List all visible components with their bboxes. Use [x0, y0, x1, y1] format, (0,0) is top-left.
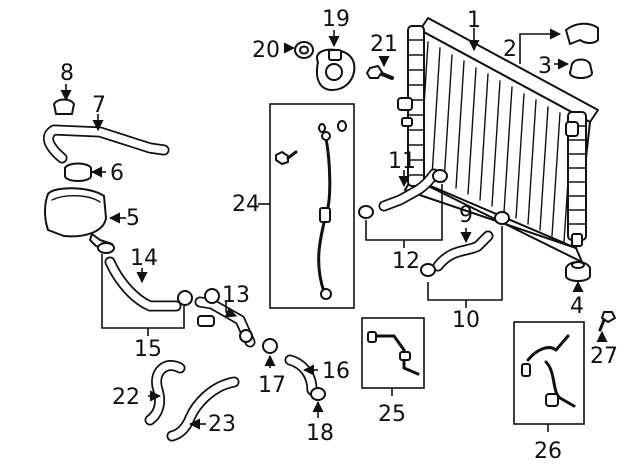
coolant-reservoir	[44, 187, 113, 251]
bolt-27	[598, 311, 616, 332]
assembly-box-24	[269, 103, 355, 309]
callout-11: 11	[388, 149, 416, 174]
callout-16: 16	[322, 359, 350, 384]
radiator	[397, 17, 599, 263]
callout-7: 7	[92, 93, 106, 118]
callout-2: 2	[503, 37, 517, 62]
assembly-box-25	[361, 317, 425, 389]
upper-insulator	[569, 58, 593, 79]
callout-24: 24	[232, 192, 260, 217]
callout-18: 18	[306, 421, 334, 446]
callout-10: 10	[452, 308, 480, 333]
hose-clamp-b	[177, 290, 193, 306]
assembly-24-contents	[275, 120, 347, 300]
callout-19: 19	[322, 7, 350, 32]
callout-21: 21	[370, 32, 398, 57]
callout-20: 20	[252, 38, 280, 63]
callout-15: 15	[134, 337, 162, 362]
callout-1: 1	[467, 8, 481, 33]
assembly-25-contents	[367, 331, 420, 376]
assembly-26-contents	[521, 334, 576, 408]
callout-26: 26	[534, 439, 562, 464]
hose-clamp-12b	[432, 169, 448, 183]
callout-3: 3	[538, 54, 552, 79]
callout-25: 25	[378, 402, 406, 427]
hose-clip	[53, 98, 75, 115]
upper-mount-bracket	[565, 22, 599, 45]
assembly-box-26	[513, 321, 585, 425]
callout-labels: 1 2 3 4 5 6 7 8 9 10 11 12 13 14 15 16 1…	[60, 7, 618, 464]
leader-lines	[60, 28, 608, 432]
callout-5: 5	[126, 206, 140, 231]
callout-6: 6	[110, 161, 124, 186]
hose-clamp-10b	[494, 211, 510, 225]
lower-insulator	[565, 261, 591, 282]
callout-13: 13	[222, 283, 250, 308]
callout-17: 17	[258, 373, 286, 398]
callout-23: 23	[208, 412, 236, 437]
seal	[294, 41, 314, 59]
hose-clamp-17	[262, 338, 278, 354]
hose-clamp-12a	[358, 205, 374, 219]
callout-9: 9	[459, 203, 473, 228]
water-outlet-housing	[316, 48, 356, 91]
hose-clamp-a	[97, 242, 115, 254]
callout-8: 8	[60, 61, 74, 86]
callout-14: 14	[130, 246, 158, 271]
reservoir-cap	[64, 162, 92, 182]
callout-12: 12	[392, 249, 420, 274]
hose-clamp-10a	[420, 263, 436, 277]
callout-22: 22	[112, 385, 140, 410]
hose-clamp-18	[310, 387, 326, 401]
callout-4: 4	[570, 294, 584, 319]
bolt	[366, 65, 394, 80]
callout-27: 27	[590, 344, 618, 369]
